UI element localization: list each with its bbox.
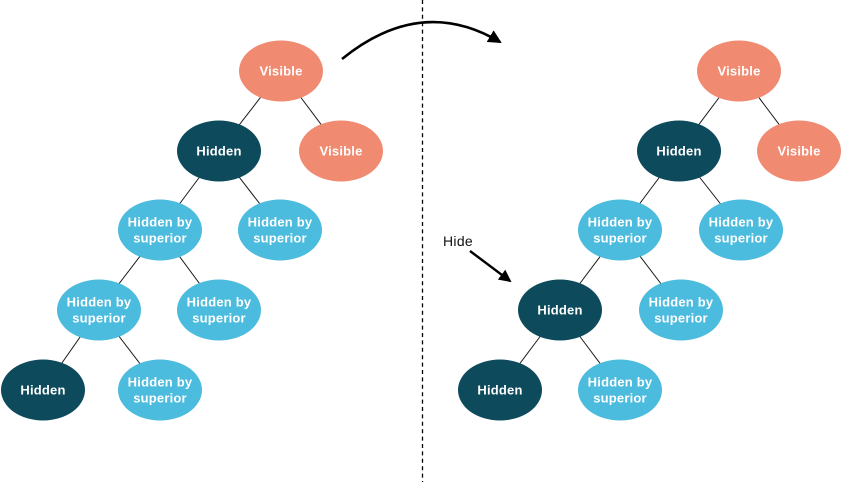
- tree-node-visible: Visible: [757, 120, 841, 182]
- tree-node-visible: Visible: [299, 120, 383, 182]
- tree-node-hidden-by-superior: Hidden by superior: [177, 279, 261, 341]
- tree-node-hidden-by-superior: Hidden by superior: [578, 199, 662, 261]
- tree-node-hidden: Hidden: [637, 120, 721, 182]
- tree-node-hidden-by-superior: Hidden by superior: [57, 279, 141, 341]
- tree-node-hidden-by-superior: Hidden by superior: [578, 359, 662, 421]
- tree-node-hidden-by-superior: Hidden by superior: [238, 199, 322, 261]
- tree-node-hidden-by-superior: Hidden by superior: [118, 199, 202, 261]
- hide-annotation-label: Hide: [443, 233, 473, 249]
- tree-node-visible: Visible: [239, 40, 323, 102]
- tree-node-hidden-by-superior: Hidden by superior: [699, 199, 783, 261]
- tree-node-hidden: Hidden: [177, 120, 261, 182]
- tree-node-visible: Visible: [697, 40, 781, 102]
- tree-node-hidden-by-superior: Hidden by superior: [639, 279, 723, 341]
- tree-node-hidden: Hidden: [1, 359, 85, 421]
- tree-node-hidden-by-superior: Hidden by superior: [118, 359, 202, 421]
- tree-node-hidden: Hidden: [458, 359, 542, 421]
- hide-arrow-icon: [469, 250, 512, 283]
- transform-arrow-icon: [341, 20, 502, 61]
- tree-node-hidden-target: Hidden: [518, 279, 602, 341]
